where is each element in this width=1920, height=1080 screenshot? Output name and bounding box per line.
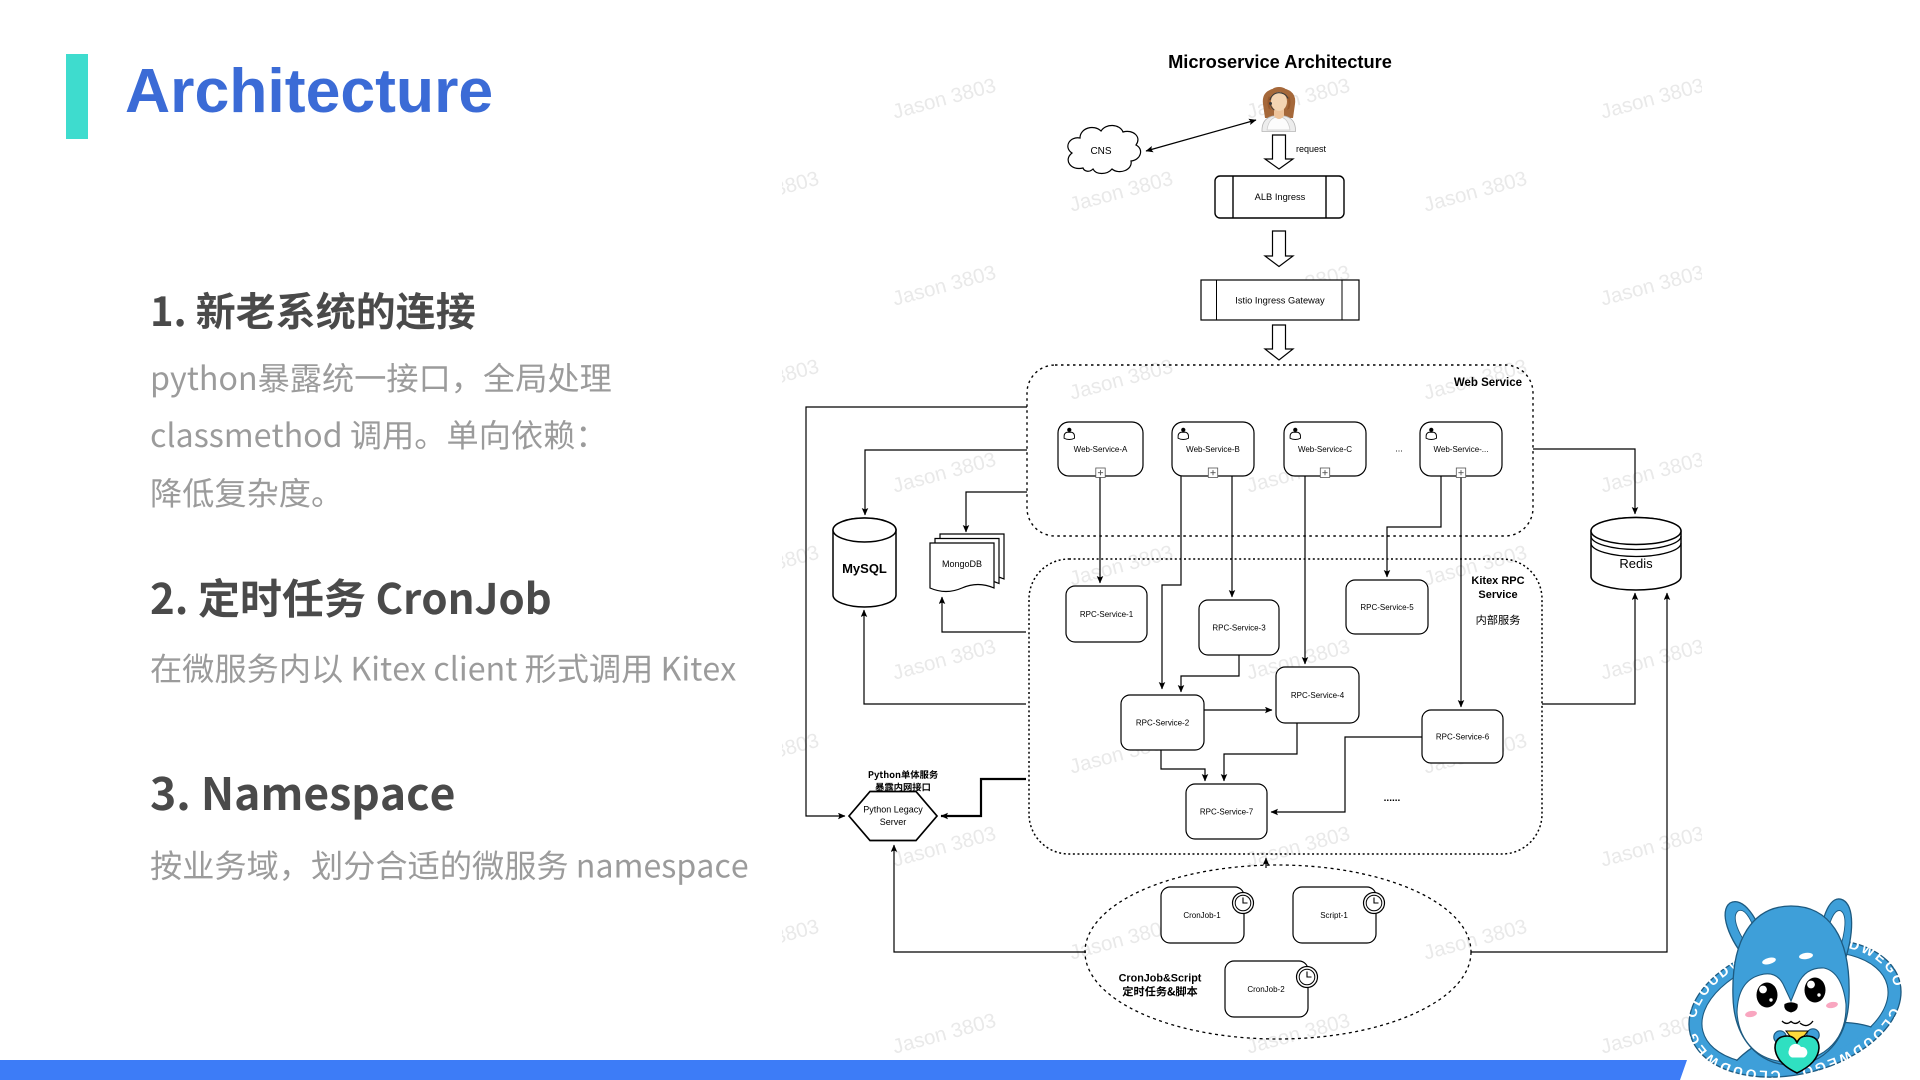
svg-text:Jason 3803: Jason 3803 xyxy=(1067,355,1175,405)
svg-text:Kitex RPC: Kitex RPC xyxy=(1471,575,1524,587)
svg-text:Jason 3803: Jason 3803 xyxy=(890,635,998,685)
svg-text:Server: Server xyxy=(880,817,907,827)
svg-text:Jason 3803: Jason 3803 xyxy=(713,541,821,591)
svg-text:Jason 3803: Jason 3803 xyxy=(1598,822,1706,872)
svg-text:Jason 3803: Jason 3803 xyxy=(713,167,821,217)
svg-text:Jason 3803: Jason 3803 xyxy=(890,74,998,124)
svg-text:Jason 3803: Jason 3803 xyxy=(890,261,998,311)
svg-text:MySQL: MySQL xyxy=(842,561,887,576)
svg-text:request: request xyxy=(1296,144,1327,154)
svg-text:Jason 3803: Jason 3803 xyxy=(713,355,821,405)
svg-text:Python Legacy: Python Legacy xyxy=(863,805,923,815)
svg-text:RPC-Service-4: RPC-Service-4 xyxy=(1291,691,1345,700)
svg-text:MongoDB: MongoDB xyxy=(942,559,982,569)
svg-text:RPC-Service-2: RPC-Service-2 xyxy=(1136,718,1190,727)
svg-text:Jason 3803: Jason 3803 xyxy=(890,448,998,498)
svg-text:Web-Service-C: Web-Service-C xyxy=(1298,445,1352,454)
svg-text:Jason 3803: Jason 3803 xyxy=(1244,74,1352,124)
svg-text:Jason 3803: Jason 3803 xyxy=(1067,915,1175,965)
svg-text:CronJob-2: CronJob-2 xyxy=(1247,985,1285,994)
svg-text:CNS: CNS xyxy=(1090,146,1111,157)
svg-text:Architecture: Architecture xyxy=(125,56,493,126)
svg-text:Jason 3803: Jason 3803 xyxy=(1067,541,1175,591)
svg-text:Jason 3803: Jason 3803 xyxy=(1598,261,1706,311)
svg-text:RPC-Service-7: RPC-Service-7 xyxy=(1200,807,1254,816)
svg-text:...: ... xyxy=(1395,444,1403,454)
svg-text:Jason 3803: Jason 3803 xyxy=(713,729,821,779)
svg-text:RPC-Service-3: RPC-Service-3 xyxy=(1212,623,1266,632)
svg-text:Jason 3803: Jason 3803 xyxy=(1421,915,1529,965)
svg-text:Script-1: Script-1 xyxy=(1320,911,1348,920)
svg-text:Web-Service-A: Web-Service-A xyxy=(1074,445,1128,454)
svg-text:Web Service: Web Service xyxy=(1454,377,1522,389)
svg-text:Web-Service-...: Web-Service-... xyxy=(1434,445,1489,454)
svg-text:Microservice Architecture: Microservice Architecture xyxy=(1168,51,1392,72)
svg-text:CronJob-1: CronJob-1 xyxy=(1183,911,1221,920)
svg-text:Istio Ingress Gateway: Istio Ingress Gateway xyxy=(1235,296,1325,306)
svg-text:RPC-Service-5: RPC-Service-5 xyxy=(1360,603,1414,612)
svg-text:Jason 3803: Jason 3803 xyxy=(1067,167,1175,217)
svg-text:Web-Service-B: Web-Service-B xyxy=(1186,445,1240,454)
svg-text:......: ...... xyxy=(1384,793,1401,804)
svg-text:Jason 3803: Jason 3803 xyxy=(713,915,821,965)
svg-text:Service: Service xyxy=(1478,589,1517,601)
svg-text:Jason 3803: Jason 3803 xyxy=(1598,448,1706,498)
svg-text:Redis: Redis xyxy=(1619,556,1653,571)
svg-text:ALB Ingress: ALB Ingress xyxy=(1255,192,1306,202)
svg-text:Jason 3803: Jason 3803 xyxy=(890,1009,998,1059)
svg-text:RPC-Service-6: RPC-Service-6 xyxy=(1436,732,1490,741)
svg-text:Jason 3803: Jason 3803 xyxy=(1598,74,1706,124)
svg-text:Jason 3803: Jason 3803 xyxy=(1598,635,1706,685)
svg-text:CronJob&Script: CronJob&Script xyxy=(1119,973,1202,985)
svg-text:Jason 3803: Jason 3803 xyxy=(1421,167,1529,217)
svg-text:RPC-Service-1: RPC-Service-1 xyxy=(1080,610,1134,619)
